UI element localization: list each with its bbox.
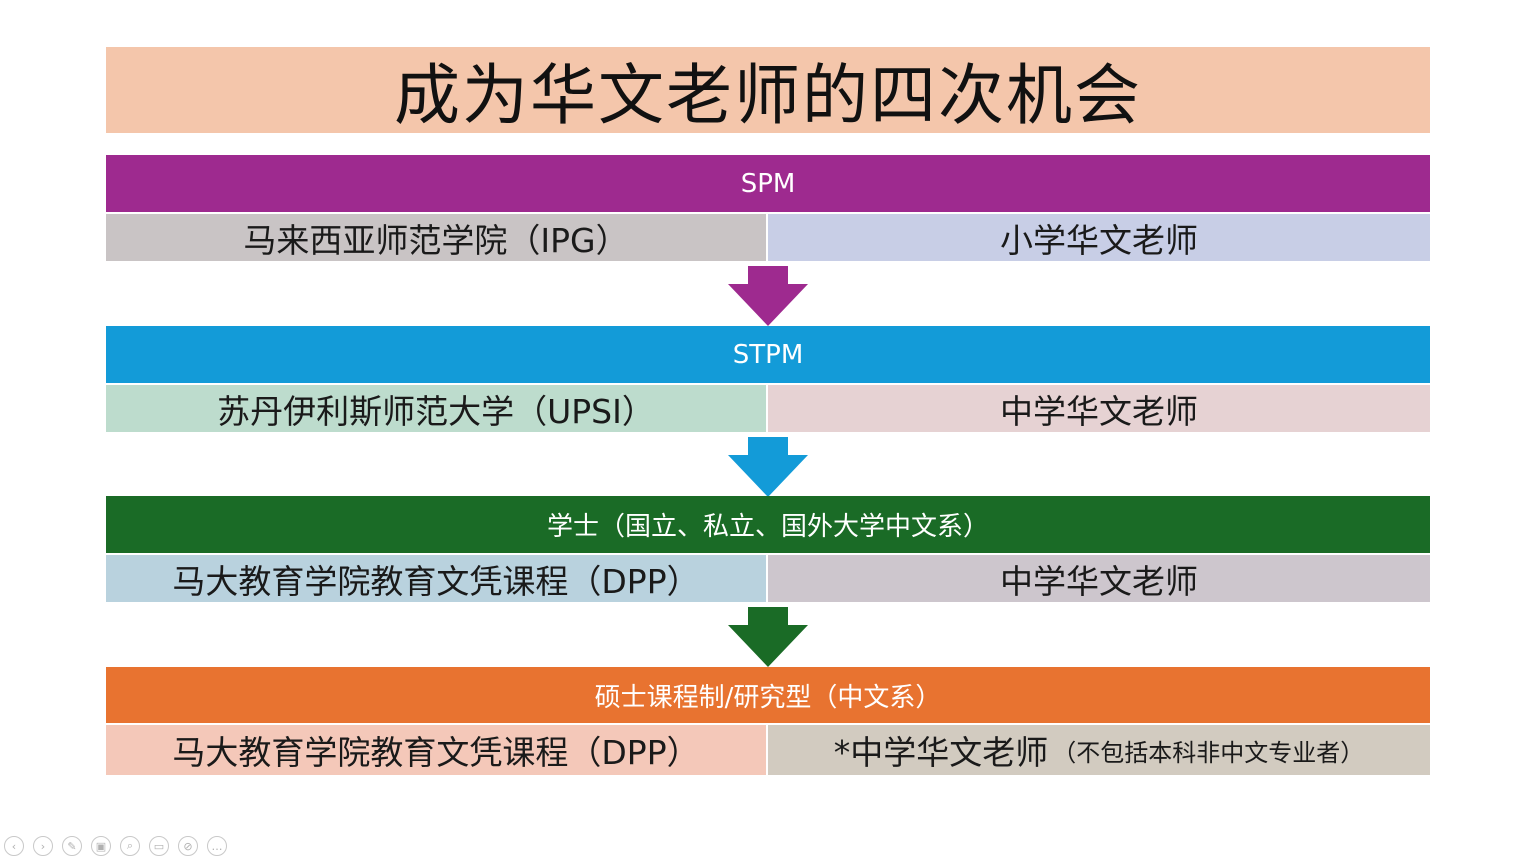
more-icon[interactable]: … xyxy=(207,836,227,856)
prev-icon[interactable]: ‹ xyxy=(4,836,24,856)
stage-header-stpm: STPM xyxy=(106,326,1430,383)
outcome-note: （不包括本科非中文专业者） xyxy=(1052,738,1365,767)
stage-header-label: SPM xyxy=(740,168,796,199)
pen-icon[interactable]: ✎ xyxy=(62,836,82,856)
down-arrow-icon xyxy=(728,266,808,326)
stage-header-label: 硕士课程制/研究型（中文系） xyxy=(594,683,942,713)
outcome-cell: 中学华文老师 xyxy=(768,553,1430,604)
slideshow-toolbar: ‹ › ✎ ▣ ⌕ ▭ ⊘ … xyxy=(4,836,227,856)
down-arrow-icon xyxy=(728,437,808,497)
pathway-cell: 苏丹伊利斯师范大学（UPSI） xyxy=(106,383,768,434)
pathway-label: 马大教育学院教育文凭课程（DPP） xyxy=(172,561,700,601)
arrow-shape xyxy=(728,437,808,497)
stage-header-label: 学士（国立、私立、国外大学中文系） xyxy=(546,512,989,542)
outcome-label: *中学华文老师 xyxy=(833,733,1049,772)
stage-row: 马来西亚师范学院（IPG） 小学华文老师 xyxy=(106,212,1430,263)
stage-header-master: 硕士课程制/研究型（中文系） xyxy=(106,667,1430,724)
outcome-cell: *中学华文老师（不包括本科非中文专业者） xyxy=(768,723,1430,777)
pathway-cell: 马大教育学院教育文凭课程（DPP） xyxy=(106,553,768,604)
stage-header-spm: SPM xyxy=(106,155,1430,212)
pathway-label: 马大教育学院教育文凭课程（DPP） xyxy=(172,733,700,772)
down-arrow-icon xyxy=(728,607,808,667)
stage-row: 马大教育学院教育文凭课程（DPP） 中学华文老师 xyxy=(106,553,1430,604)
slides-icon[interactable]: ▣ xyxy=(91,836,111,856)
stage-header-label: STPM xyxy=(732,339,804,370)
outcome-label: 中学华文老师 xyxy=(1000,561,1198,601)
outcome-cell: 小学华文老师 xyxy=(768,212,1430,263)
pathway-label: 苏丹伊利斯师范大学（UPSI） xyxy=(217,391,655,431)
next-icon[interactable]: › xyxy=(33,836,53,856)
pathway-label: 马来西亚师范学院（IPG） xyxy=(243,220,629,260)
subtitles-icon[interactable]: ▭ xyxy=(149,836,169,856)
camera-off-icon[interactable]: ⊘ xyxy=(178,836,198,856)
page-title: 成为华文老师的四次机会 xyxy=(394,57,1142,134)
outcome-cell: 中学华文老师 xyxy=(768,383,1430,434)
arrow-shape xyxy=(728,607,808,667)
outcome-label: 小学华文老师 xyxy=(1000,220,1198,260)
zoom-icon[interactable]: ⌕ xyxy=(120,836,140,856)
pathway-cell: 马大教育学院教育文凭课程（DPP） xyxy=(106,723,768,777)
outcome-label: 中学华文老师 xyxy=(1000,391,1198,431)
stage-row: 苏丹伊利斯师范大学（UPSI） 中学华文老师 xyxy=(106,383,1430,434)
arrow-shape xyxy=(728,266,808,326)
title-banner: 成为华文老师的四次机会 xyxy=(106,47,1430,134)
stage-row: 马大教育学院教育文凭课程（DPP） *中学华文老师（不包括本科非中文专业者） xyxy=(106,723,1430,777)
stage-header-degree: 学士（国立、私立、国外大学中文系） xyxy=(106,496,1430,553)
pathway-cell: 马来西亚师范学院（IPG） xyxy=(106,212,768,263)
